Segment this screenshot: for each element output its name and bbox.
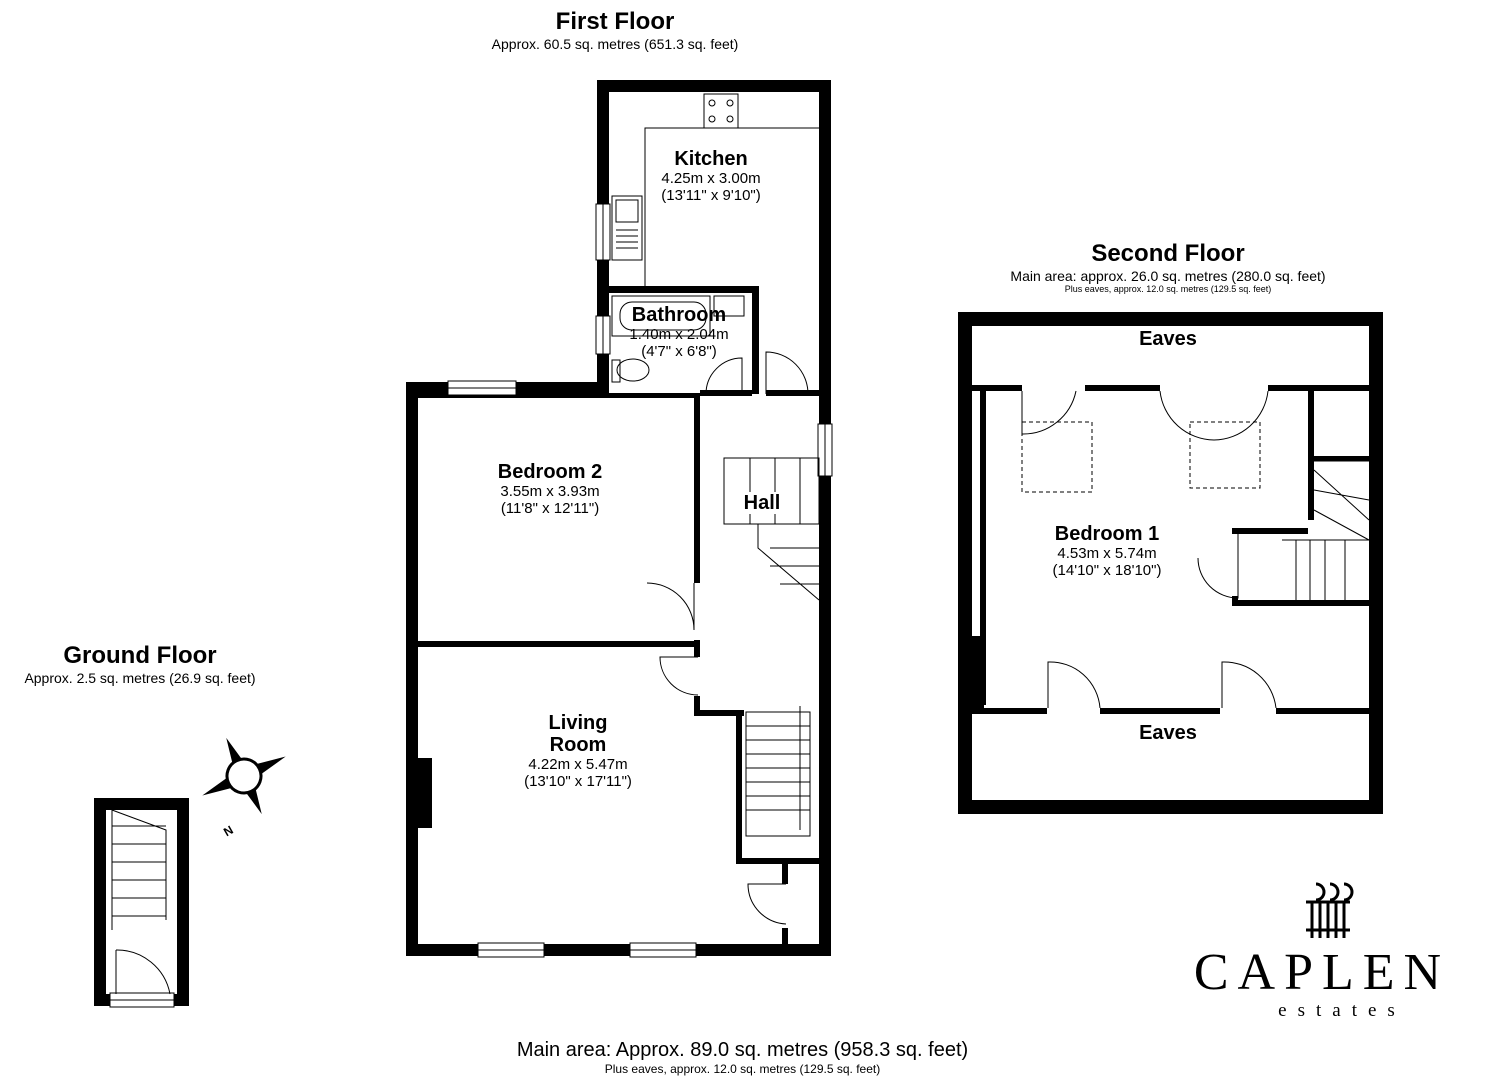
room-metric: 4.22m x 5.47m [528,756,628,773]
room-imperial: (14'10" x 18'10") [1052,562,1162,579]
eaves-label-bottom: Eaves [1139,722,1197,744]
room-name: Bedroom 2 [497,461,603,483]
footer-main-area: Main area: Approx. 89.0 sq. metres (958.… [516,1039,969,1061]
ground-floor-header: Ground Floor Approx. 2.5 sq. metres (26.… [0,642,280,686]
room-name: Bedroom 1 [1054,523,1160,545]
second-floor-plan [958,312,1383,814]
room-name: Kitchen [674,148,748,170]
footer-area-summary: Main area: Approx. 89.0 sq. metres (958.… [0,1038,1485,1076]
caplen-brand: CAPLEN estates [1192,945,1452,1021]
room-name-line2: Room [549,734,607,756]
eaves-name: Eaves [1139,722,1197,744]
room-label-bathroom: Bathroom 1.40m x 2.04m (4'7" x 6'8") [629,304,728,360]
first-floor-fixtures [447,93,833,958]
room-label-living-room: Living Room 4.22m x 5.47m (13'10" x 17'1… [524,712,632,790]
room-metric: 1.40m x 2.04m [629,326,729,343]
second-floor-area: Main area: approx. 26.0 sq. metres (280.… [1010,268,1326,284]
ground-floor-title: Ground Floor [63,642,217,669]
room-metric: 4.53m x 5.74m [1057,545,1157,562]
room-metric: 3.55m x 3.93m [500,483,600,500]
room-imperial: (11'8" x 12'11") [500,500,600,517]
eaves-label-top: Eaves [1139,328,1197,350]
room-label-kitchen: Kitchen 4.25m x 3.00m (13'11" x 9'10") [661,148,761,204]
room-imperial: (13'10" x 17'11") [524,773,632,790]
second-floor-fixtures [1021,390,1370,709]
room-imperial: (13'11" x 9'10") [661,187,761,204]
first-floor-header: First Floor Approx. 60.5 sq. metres (651… [465,8,765,52]
compass-rose-icon [202,737,286,815]
room-metric: 4.25m x 3.00m [661,170,761,187]
eaves-name: Eaves [1139,328,1197,350]
ground-floor-fixtures [109,809,175,1008]
footer-eaves-area: Plus eaves, approx. 12.0 sq. metres (129… [604,1062,881,1076]
first-floor-plan [406,80,831,956]
second-floor-header: Second Floor Main area: approx. 26.0 sq.… [968,240,1368,295]
first-floor-area: Approx. 60.5 sq. metres (651.3 sq. feet) [491,36,739,52]
room-name-line1: Living [548,712,608,734]
caplen-logo-icon [1306,882,1354,938]
ground-floor-plan [94,798,189,1006]
brand-tagline: estates [1278,1000,1406,1021]
second-floor-title: Second Floor [1091,240,1245,267]
room-label-hall: Hall [741,492,783,514]
room-label-bedroom-2: Bedroom 2 3.55m x 3.93m (11'8" x 12'11") [498,461,602,517]
room-name: Hall [743,492,781,514]
second-floor-eaves-note: Plus eaves, approx. 12.0 sq. metres (129… [1064,284,1272,294]
room-label-bedroom-1: Bedroom 1 4.53m x 5.74m (14'10" x 18'10"… [1053,523,1162,579]
ground-floor-area: Approx. 2.5 sq. metres (26.9 sq. feet) [24,670,256,686]
room-imperial: (4'7" x 6'8") [641,343,717,360]
brand-name: CAPLEN [1193,944,1451,1001]
first-floor-title: First Floor [555,8,675,35]
room-name: Bathroom [631,304,727,326]
